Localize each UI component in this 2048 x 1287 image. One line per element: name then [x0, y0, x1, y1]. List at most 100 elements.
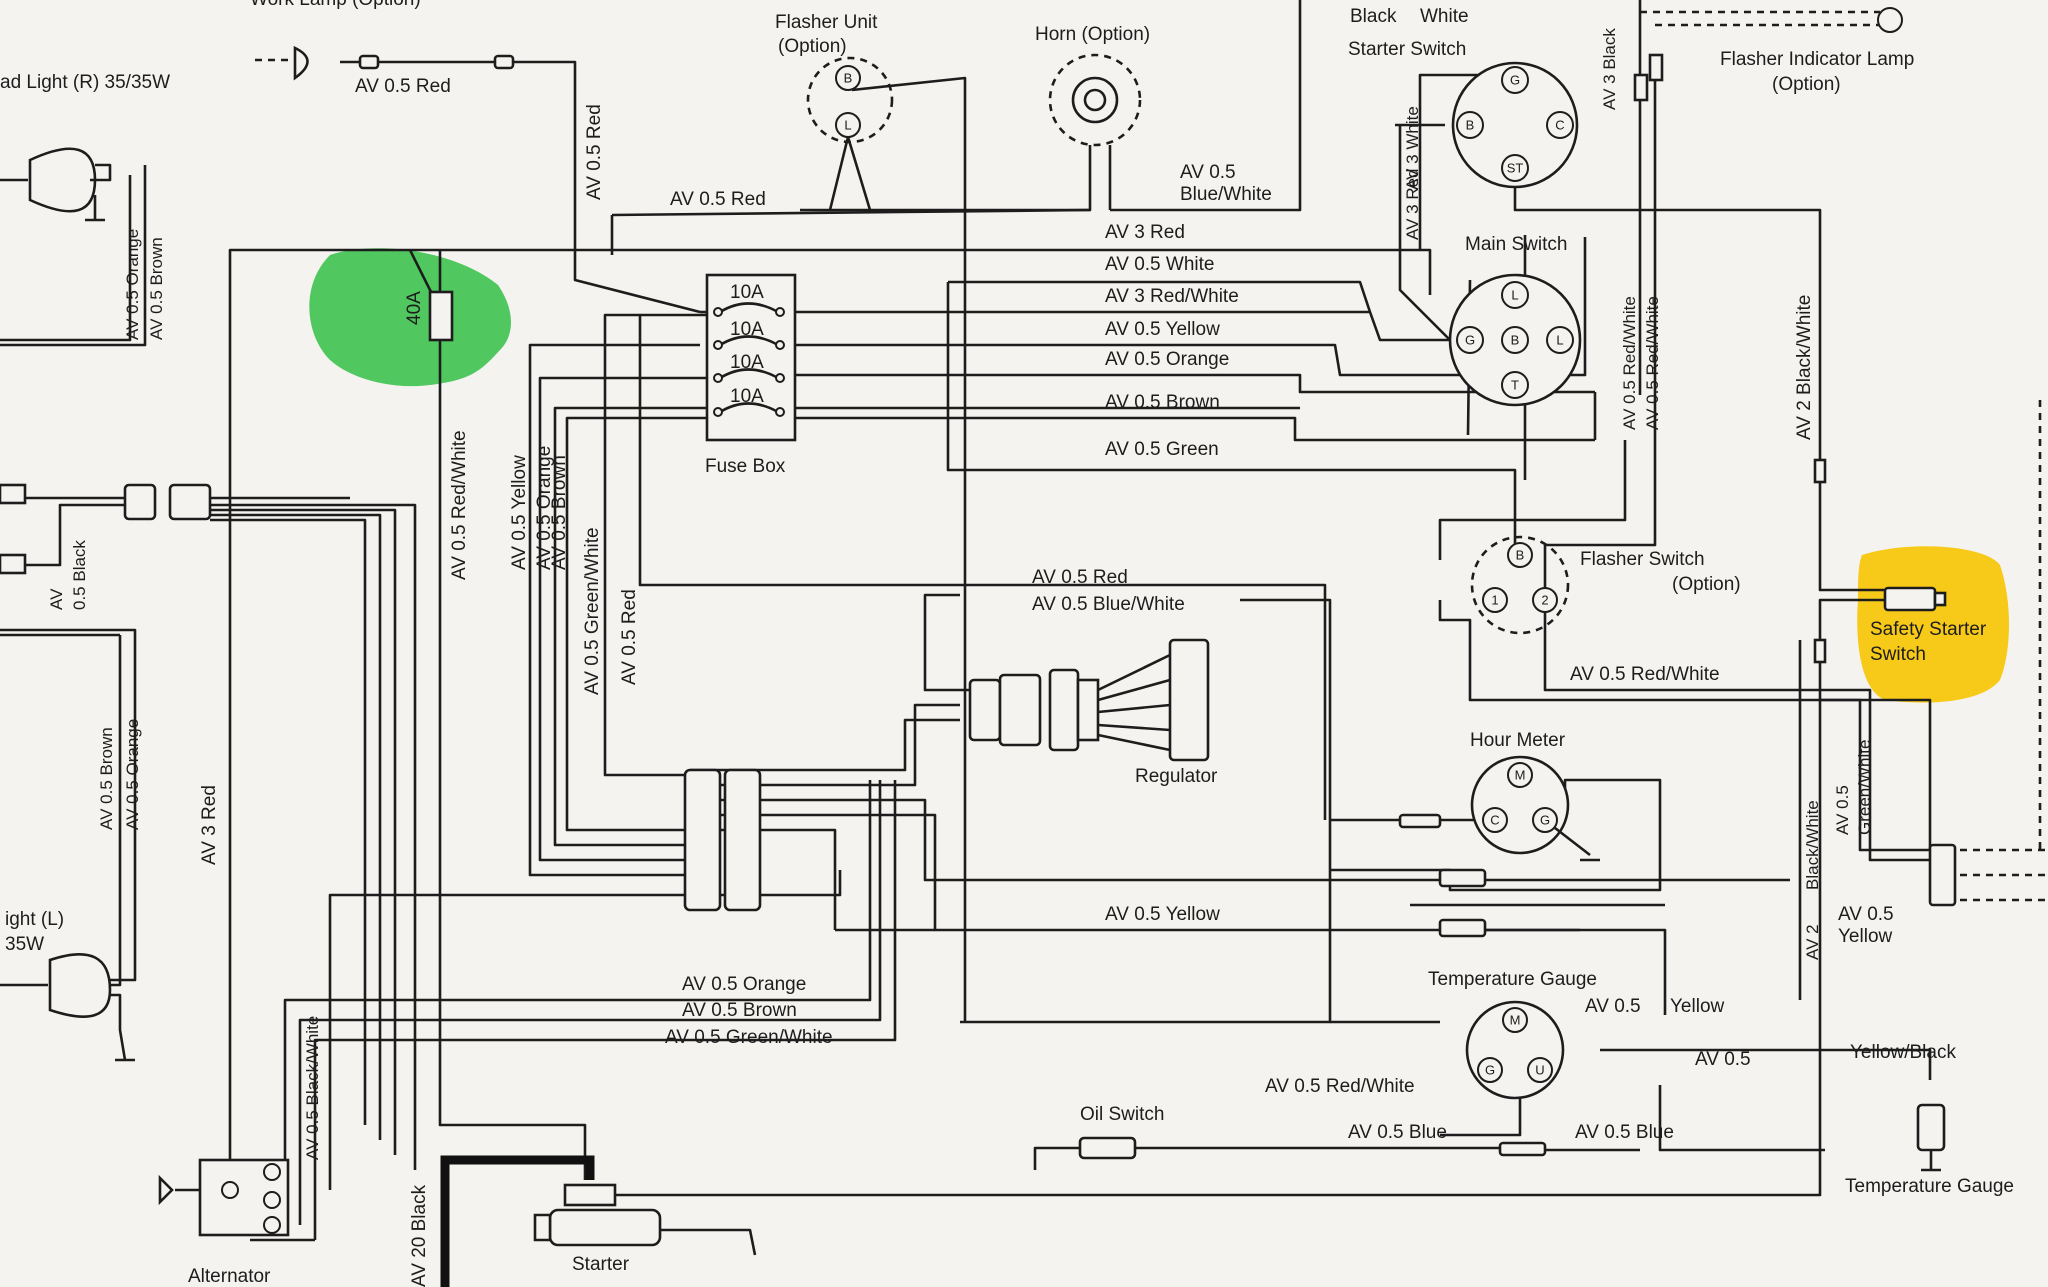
flasher-switch: B 1 2 [1470, 535, 1570, 635]
svg-text:AV 0.5 Red/White: AV 0.5 Red/White [449, 430, 470, 580]
svg-text:AV 0.5 Orange: AV 0.5 Orange [682, 974, 806, 995]
svg-text:Switch: Switch [1870, 644, 1926, 665]
svg-text:AV: AV [47, 588, 66, 610]
regulator [968, 638, 1210, 762]
svg-text:L: L [1556, 333, 1563, 348]
svg-text:AV 0.5: AV 0.5 [1695, 1049, 1751, 1070]
svg-text:AV 0.5 Red/White: AV 0.5 Red/White [1643, 296, 1662, 430]
svg-text:Starter Switch: Starter Switch [1348, 39, 1466, 60]
svg-text:AV 2 Black/White: AV 2 Black/White [1794, 295, 1815, 440]
svg-text:AV 0.5 Red/White: AV 0.5 Red/White [1620, 296, 1639, 430]
harness-connector [683, 768, 762, 912]
svg-text:AV 0.5 Yellow: AV 0.5 Yellow [509, 455, 530, 570]
svg-text:0.5 Black: 0.5 Black [70, 540, 89, 610]
svg-text:Starter: Starter [572, 1254, 630, 1275]
svg-text:1: 1 [1491, 593, 1498, 608]
svg-text:AV 0.5 Yellow: AV 0.5 Yellow [1105, 904, 1220, 925]
flasher-unit: B L [806, 56, 894, 211]
svg-text:ight (L): ight (L) [5, 909, 64, 930]
head-light-right [0, 147, 147, 347]
svg-text:B: B [1516, 548, 1525, 563]
svg-text:10A: 10A [730, 352, 764, 373]
fuse-40a: 40A [404, 290, 454, 342]
svg-text:Oil Switch: Oil Switch [1080, 1104, 1164, 1125]
svg-text:Yellow: Yellow [1838, 926, 1893, 947]
svg-text:L: L [1511, 288, 1518, 303]
svg-text:Black/White: Black/White [1803, 800, 1822, 890]
svg-text:C: C [1555, 118, 1564, 133]
svg-text:AV 0.5 Brown: AV 0.5 Brown [1105, 392, 1220, 413]
svg-text:AV 2: AV 2 [1803, 924, 1822, 960]
wires [0, 0, 1940, 1287]
svg-text:C: C [1490, 813, 1499, 828]
svg-text:G: G [1485, 1063, 1495, 1078]
svg-text:AV 3 Red: AV 3 Red [199, 785, 220, 865]
svg-text:Work Lamp (Option): Work Lamp (Option) [250, 0, 421, 10]
main-switch: L G B L T [1448, 273, 1582, 407]
svg-text:AV 0.5 Orange: AV 0.5 Orange [1105, 349, 1229, 370]
svg-text:AV 0.5 Red/White: AV 0.5 Red/White [1265, 1076, 1415, 1097]
svg-text:(Option): (Option) [1772, 74, 1841, 95]
svg-text:Main Switch: Main Switch [1465, 234, 1567, 255]
svg-text:10A: 10A [730, 282, 764, 303]
work-lamp [255, 45, 515, 81]
svg-text:AV 0.5: AV 0.5 [1838, 904, 1894, 925]
svg-text:B: B [1466, 118, 1475, 133]
svg-text:Alternator: Alternator [188, 1266, 271, 1287]
svg-text:2: 2 [1541, 593, 1548, 608]
svg-text:AV 0.5 Red/White: AV 0.5 Red/White [1570, 664, 1720, 685]
svg-text:Flasher Unit: Flasher Unit [775, 12, 878, 33]
horn [1048, 53, 1142, 147]
svg-text:Temperature Gauge: Temperature Gauge [1845, 1176, 2014, 1197]
head-light-left [0, 953, 135, 1062]
svg-text:AV 0.5 Red: AV 0.5 Red [670, 189, 766, 210]
svg-text:AV 0.5 Green/White: AV 0.5 Green/White [582, 527, 603, 695]
svg-text:White: White [1420, 6, 1469, 27]
svg-text:Safety Starter: Safety Starter [1870, 619, 1987, 640]
fuse-box: 10A 10A 10A 10A [705, 273, 797, 442]
svg-text:10A: 10A [730, 319, 764, 340]
starter [533, 1183, 757, 1256]
svg-text:AV 0.5 Brown: AV 0.5 Brown [682, 1000, 797, 1021]
svg-text:B: B [844, 71, 853, 86]
hour-meter: M C G [1470, 755, 1600, 862]
highlight-green-40a-fuse [309, 248, 512, 387]
starter-switch: G B C ST [1451, 61, 1579, 189]
wire-labels: AV 0.5 Red AV 0.5 Red AV 0.5 Red AV 0.5 … [47, 6, 1956, 1287]
svg-text:Flasher Indicator Lamp: Flasher Indicator Lamp [1720, 49, 1914, 70]
svg-text:AV 0.5 Red: AV 0.5 Red [1032, 567, 1128, 588]
svg-text:Flasher Switch: Flasher Switch [1580, 549, 1705, 570]
svg-text:T: T [1511, 378, 1519, 393]
svg-text:AV 3 Black: AV 3 Black [1600, 28, 1619, 110]
svg-text:AV 0.5 Brown: AV 0.5 Brown [147, 237, 166, 340]
svg-text:AV 0.5 Brown: AV 0.5 Brown [549, 455, 570, 570]
svg-text:AV 0.5 Green: AV 0.5 Green [1105, 439, 1219, 460]
svg-text:B: B [1511, 333, 1520, 348]
svg-text:Horn (Option): Horn (Option) [1035, 24, 1150, 45]
svg-text:10A: 10A [730, 386, 764, 407]
svg-text:(Option): (Option) [1672, 574, 1741, 595]
flasher-indicator-lamp [1633, 7, 1903, 102]
svg-text:AV 0.5: AV 0.5 [1833, 785, 1852, 835]
svg-text:G: G [1465, 333, 1475, 348]
svg-text:AV 3 Red: AV 3 Red [1403, 168, 1422, 240]
svg-text:Yellow: Yellow [1670, 996, 1725, 1017]
svg-text:AV 0.5 Red: AV 0.5 Red [619, 589, 640, 685]
svg-text:AV 0.5 Blue: AV 0.5 Blue [1348, 1122, 1447, 1143]
svg-text:L: L [844, 118, 851, 133]
svg-text:G: G [1540, 813, 1550, 828]
left-connector [0, 483, 212, 575]
svg-text:AV 0.5 Green/White: AV 0.5 Green/White [665, 1027, 833, 1048]
svg-text:ST: ST [1507, 161, 1524, 176]
svg-text:AV 0.5 Black/White: AV 0.5 Black/White [303, 1016, 322, 1160]
svg-text:U: U [1535, 1063, 1544, 1078]
svg-text:Regulator: Regulator [1135, 766, 1218, 787]
svg-text:AV 0.5 Red: AV 0.5 Red [355, 76, 451, 97]
right-connector [1928, 400, 2048, 907]
svg-text:AV 0.5 Blue: AV 0.5 Blue [1575, 1122, 1674, 1143]
svg-text:Temperature Gauge: Temperature Gauge [1428, 969, 1597, 990]
svg-text:Green/White: Green/White [1855, 740, 1874, 835]
svg-text:Yellow/Black: Yellow/Black [1850, 1042, 1956, 1063]
